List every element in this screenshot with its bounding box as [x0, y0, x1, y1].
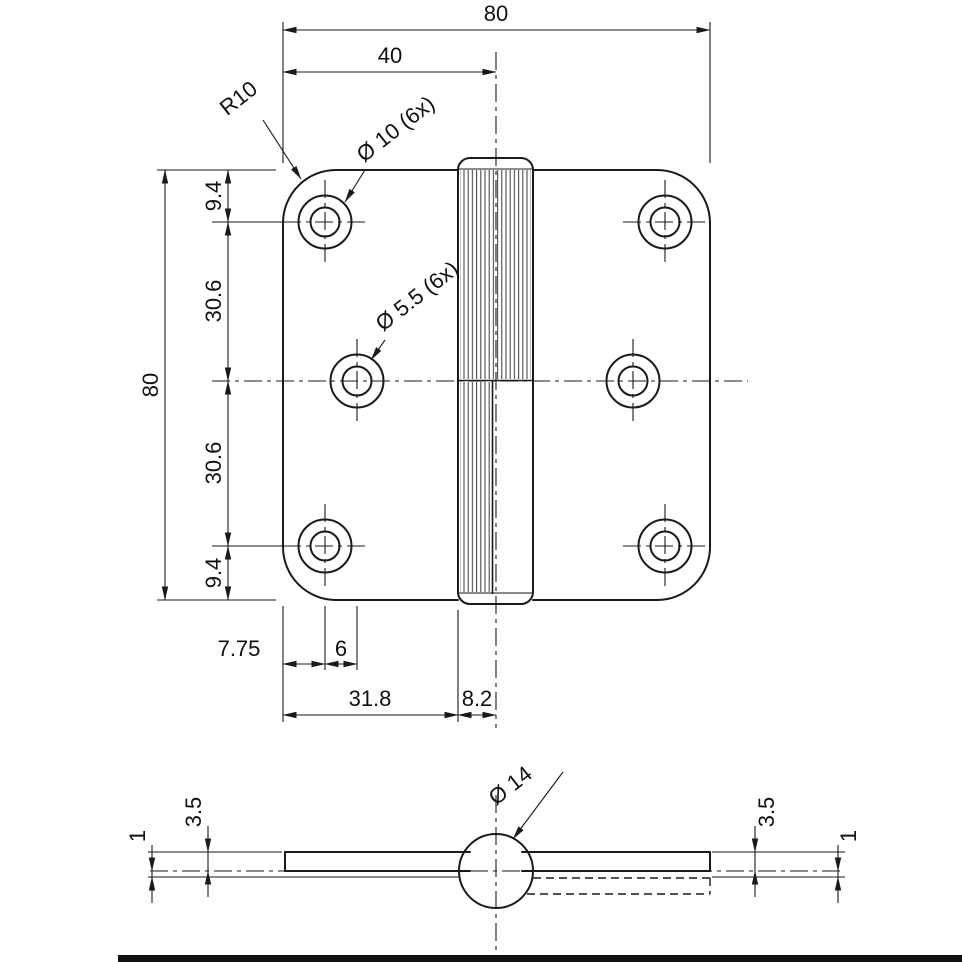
dimension-thickness-left: 3.5	[181, 797, 212, 897]
dimension-leaf-width: 31.8	[282, 686, 459, 719]
dimension-hole-offset: 6	[324, 636, 358, 668]
dim-label-row-lower: 30.6	[201, 442, 226, 485]
bottom-border-line	[118, 955, 962, 962]
dimension-row-spacings: 9.4 30.6 30.6 9.4	[201, 169, 232, 601]
dim-label-top-margin: 9.4	[201, 181, 226, 212]
dimension-overall-width: 80	[282, 1, 711, 34]
dim-label-gap-right: 1	[836, 830, 861, 842]
right-leaf-outline	[532, 169, 711, 601]
extension-lines	[157, 22, 711, 722]
left-leaf-outline	[282, 169, 459, 601]
dimension-overall-height: 80	[138, 169, 169, 601]
hidden-leaf-dashed	[527, 877, 711, 895]
dim-label-gap-left: 1	[125, 830, 150, 842]
top-view: 80 40 R10 Ø 10 (6x) Ø 5.5 (6x) 9.4	[138, 1, 748, 728]
dim-label-bottom-margin: 9.4	[201, 558, 226, 589]
dimension-half-width: 40	[282, 43, 497, 76]
dim-label-overall-height: 80	[138, 373, 163, 397]
right-leaf-profile	[521, 851, 711, 872]
left-leaf-profile	[284, 851, 471, 872]
dim-label-hole-offset: 6	[335, 636, 347, 661]
profile-extension-lines	[148, 851, 845, 878]
dimension-gap-right: 1	[834, 830, 861, 903]
dim-label-overall-width: 80	[484, 1, 508, 26]
leader-hole-small: Ø 5.5 (6x)	[370, 256, 463, 361]
leader-corner-radius: R10	[215, 76, 302, 180]
dim-label-row-upper: 30.6	[201, 280, 226, 323]
dim-label-thickness-right: 3.5	[754, 797, 779, 828]
dim-label-leaf-width: 31.8	[349, 686, 392, 711]
profile-centerlines	[150, 795, 845, 952]
knuckle-diameter-label: Ø 14	[484, 761, 537, 810]
dimension-thickness-right: 3.5	[751, 797, 779, 897]
dimension-barrel-offset: 8.2	[457, 686, 497, 719]
dim-label-barrel-offset: 8.2	[462, 686, 493, 711]
dimension-gap-left: 1	[125, 830, 156, 903]
leader-hole-large: Ø 10 (6x)	[344, 91, 440, 203]
dim-label-half-width: 40	[378, 43, 402, 68]
barrel-hatch-lower	[460, 382, 492, 592]
dim-label-thickness-left: 3.5	[181, 797, 206, 828]
centerlines	[212, 52, 748, 728]
dimension-edge-to-hole: 7.75	[218, 636, 326, 668]
dim-label-edge-to-hole: 7.75	[218, 636, 261, 661]
side-view: 3.5 1 Ø 14 3.5 1	[125, 761, 861, 952]
hole-large-label: Ø 10 (6x)	[352, 91, 440, 167]
hole-small-label: Ø 5.5 (6x)	[371, 256, 463, 336]
radius-label: R10	[215, 76, 262, 121]
